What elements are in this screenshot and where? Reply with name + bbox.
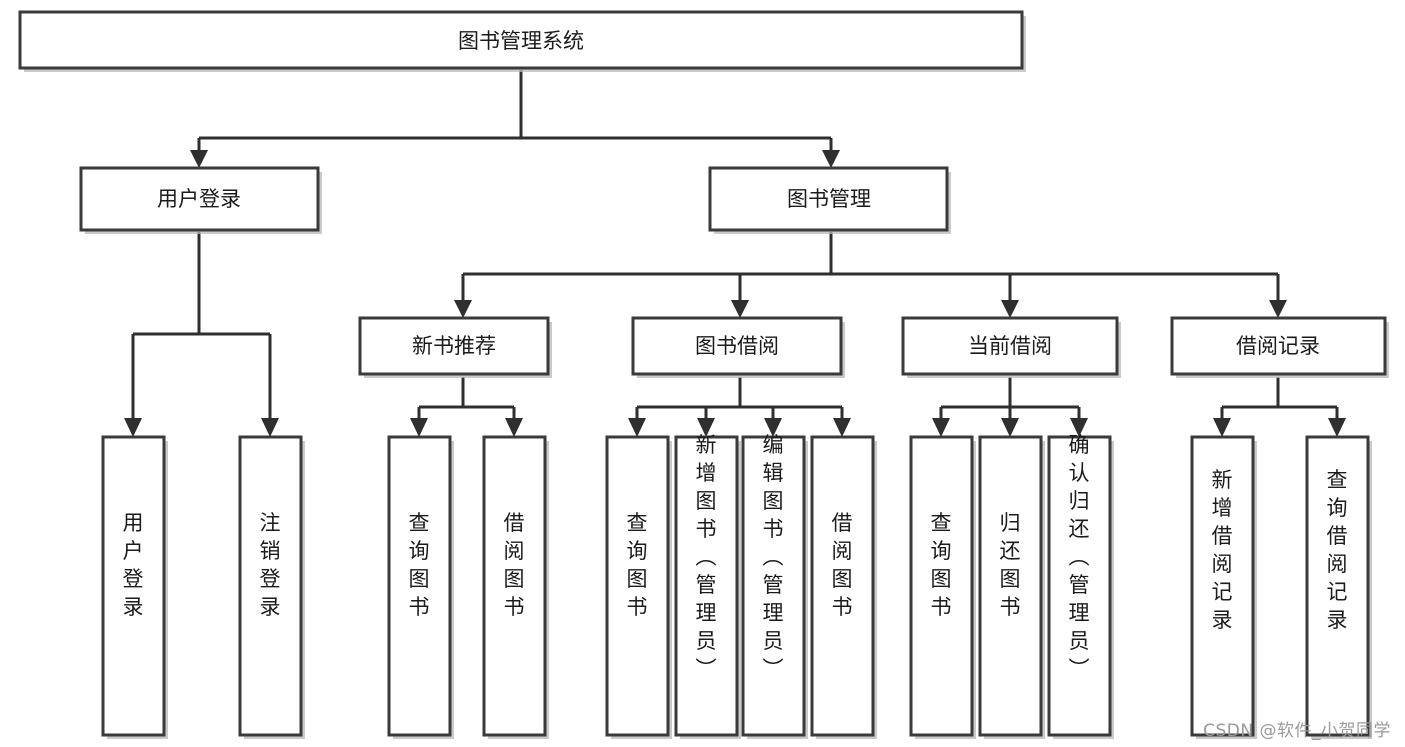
node-leaf-return-book-label: 归还图书 [1000,511,1021,619]
arrow-head-leaf-logout-login [261,418,279,437]
arrow-head-book-borrow [731,300,749,318]
node-leaf-logout-login[interactable]: 注销登录 [238,435,305,739]
node-user-login-label: 用户登录 [157,187,241,211]
node-leaf-edit-book-admin-label: 编辑图书︵管理员︶ [763,433,784,681]
arrow-head-leaf-borrow-book-1 [505,418,523,437]
arrow-head-leaf-user-login [124,418,142,437]
node-leaf-query-borrow-record-box[interactable] [1305,435,1370,737]
node-leaf-logout-login-box[interactable] [238,435,303,737]
node-leaf-add-borrow-record[interactable]: 新增借阅记录 [1190,435,1257,739]
arrow-head-leaf-query-borrow-record [1328,418,1346,437]
node-leaf-return-book-box[interactable] [978,435,1043,737]
node-book-management-label: 图书管理 [787,187,871,211]
node-book-management[interactable]: 图书管理 [708,166,951,234]
node-leaf-borrow-book-2[interactable]: 借阅图书 [810,435,877,739]
node-leaf-return-book[interactable]: 归还图书 [978,435,1045,739]
arrow-head-leaf-add-borrow-record [1213,418,1231,437]
node-leaf-query-book-3-label: 查询图书 [931,511,952,619]
node-leaf-query-borrow-record[interactable]: 查询借阅记录 [1305,435,1372,739]
node-leaf-add-book-admin-label: 新增图书︵管理员︶ [696,433,717,681]
arrow-head-leaf-add-book-admin [697,418,715,437]
node-root-label: 图书管理系统 [458,29,584,53]
node-leaf-user-login[interactable]: 用户登录 [101,435,168,739]
node-leaf-query-book-2-label: 查询图书 [627,511,648,619]
node-user-login-box[interactable] [79,166,320,232]
node-new-book-recommend-box[interactable] [358,316,550,376]
node-root[interactable]: 图书管理系统 [18,10,1026,72]
csdn-watermark: CSDN @软件_小贺同学 [1203,721,1391,741]
node-leaf-edit-book-admin-box[interactable] [741,435,806,737]
node-root-box[interactable] [18,10,1024,70]
node-leaf-query-book-3-box[interactable] [909,435,974,737]
node-leaf-confirm-return-admin-label: 确认归还︵管理员︶ [1069,433,1090,681]
node-leaf-borrow-book-1[interactable]: 借阅图书 [482,435,549,739]
node-leaf-query-book-2-box[interactable] [605,435,670,737]
node-leaf-confirm-return-admin[interactable]: 确认归还︵管理员︶ [1047,433,1114,739]
node-new-book-recommend[interactable]: 新书推荐 [358,316,552,378]
connector-layer [124,70,1346,437]
arrow-head-leaf-borrow-book-2 [833,418,851,437]
arrow-head-borrow-record [1269,300,1287,318]
node-leaf-add-book-admin[interactable]: 新增图书︵管理员︶ [674,433,741,739]
node-leaf-borrow-book-2-box[interactable] [810,435,875,737]
node-leaf-user-login-label: 用户登录 [123,511,144,619]
node-current-borrow-box[interactable] [901,316,1119,376]
node-leaf-user-login-box[interactable] [101,435,166,737]
arrow-head-leaf-query-book-3 [932,418,950,437]
arrow-head-leaf-confirm-return-admin [1070,418,1088,437]
node-leaf-query-book-2[interactable]: 查询图书 [605,435,672,739]
node-leaf-query-book-1-box[interactable] [387,435,452,737]
node-book-management-box[interactable] [708,166,949,232]
node-current-borrow[interactable]: 当前借阅 [901,316,1121,378]
arrow-head-user-login [190,150,208,168]
arrow-head-current-borrow [1001,300,1019,318]
node-book-borrow[interactable]: 图书借阅 [631,316,845,378]
node-leaf-add-book-admin-box[interactable] [674,435,739,737]
node-leaf-query-book-3[interactable]: 查询图书 [909,435,976,739]
node-book-borrow-label: 图书借阅 [695,334,779,358]
node-borrow-record[interactable]: 借阅记录 [1170,316,1389,378]
node-borrow-record-box[interactable] [1170,316,1387,376]
arrow-head-leaf-return-book [1001,418,1019,437]
node-leaf-query-borrow-record-label: 查询借阅记录 [1327,468,1348,632]
node-leaf-borrow-book-1-box[interactable] [482,435,547,737]
node-leaf-query-book-1-label: 查询图书 [409,511,430,619]
node-book-borrow-box[interactable] [631,316,843,376]
node-current-borrow-label: 当前借阅 [968,334,1052,358]
node-leaf-logout-login-label: 注销登录 [260,511,281,619]
node-borrow-record-label: 借阅记录 [1236,334,1320,358]
node-leaf-add-borrow-record-box[interactable] [1190,435,1255,737]
node-new-book-recommend-label: 新书推荐 [412,334,496,358]
arrow-head-leaf-query-book-1 [410,418,428,437]
node-leaf-borrow-book-2-label: 借阅图书 [832,511,853,619]
node-leaf-confirm-return-admin-box[interactable] [1047,435,1112,737]
arrow-head-leaf-query-book-2 [628,418,646,437]
arrow-head-new-book-recommend [454,300,472,318]
arrow-head-leaf-edit-book-admin [764,418,782,437]
node-leaf-add-borrow-record-label: 新增借阅记录 [1212,468,1233,632]
node-leaf-edit-book-admin[interactable]: 编辑图书︵管理员︶ [741,433,808,739]
node-leaf-query-book-1[interactable]: 查询图书 [387,435,454,739]
arrow-head-book-management [822,150,840,168]
node-user-login[interactable]: 用户登录 [79,166,322,234]
node-leaf-borrow-book-1-label: 借阅图书 [504,511,525,619]
